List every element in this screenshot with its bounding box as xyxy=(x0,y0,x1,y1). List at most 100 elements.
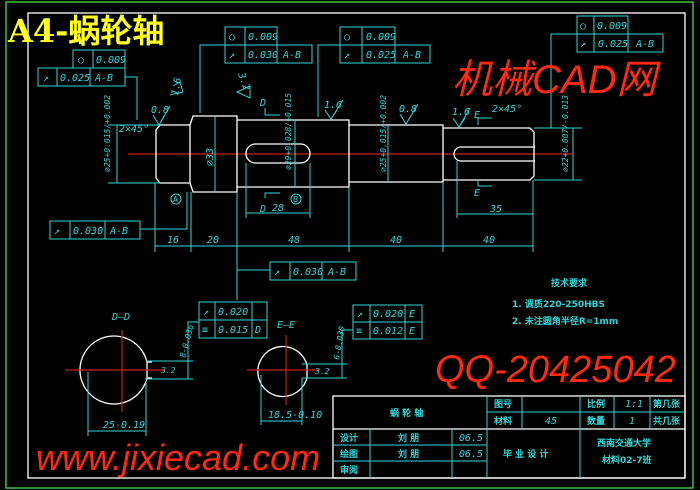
roughness-symbols: 0.8 1.6 3.2 1.6 0.8 1.6 xyxy=(151,70,471,128)
material-value: 45 xyxy=(545,416,557,427)
scale-value: 1:1 xyxy=(625,399,643,410)
runout-icon: ↗ xyxy=(54,226,60,237)
fcf-datum: A-B xyxy=(109,226,128,237)
diameter-dim: ⌀33 xyxy=(205,148,216,166)
date: 06.5 xyxy=(459,433,483,444)
tech-req-item: 2. 未注圆角半径R=1mm xyxy=(512,315,618,327)
watermark-text: 机械CAD网 xyxy=(452,58,661,102)
symmetry-icon: ≡ xyxy=(356,326,362,337)
tech-req-item: 1. 调质220-250HBS xyxy=(512,298,605,310)
roughness-value: 1.6 xyxy=(324,100,342,111)
outer-border xyxy=(5,1,694,489)
fcf-value: 0.025 xyxy=(60,73,90,84)
project-name: 毕 业 设 计 xyxy=(503,448,548,460)
fcf-value: 0.030 xyxy=(73,226,103,237)
runout-icon: ↗ xyxy=(580,39,586,50)
datum-a: A xyxy=(173,195,178,204)
quantity-value: 1 xyxy=(629,416,635,427)
chamfer-note: 2×45° xyxy=(119,124,149,135)
fcf-value: 0.025 xyxy=(598,39,628,50)
circularity-icon: ○ xyxy=(580,21,586,32)
fcf-value: 0.009 xyxy=(597,21,627,32)
fcf-top-right: ○ 0.009 ↗ 0.025 A-B xyxy=(576,15,664,53)
length-dim: 20 xyxy=(207,235,219,246)
fcf-top-mid2: ○ 0.009 ↗ 0.025 A-B xyxy=(339,26,431,64)
part-name: 蜗 轮 轴 xyxy=(390,407,423,419)
fcf-top-left: ○ 0.009 ↗ 0.025 A-B xyxy=(37,49,126,87)
keyway-left xyxy=(245,143,311,164)
diameter-dim: ⌀25+0.015/+0.002 xyxy=(379,95,388,172)
runout-icon: ↗ xyxy=(357,309,363,320)
symmetry-icon: ≡ xyxy=(202,325,208,336)
fcf-datum: E xyxy=(409,309,415,320)
roughness-value: 1.6 xyxy=(452,107,470,118)
date: 06.5 xyxy=(459,449,483,460)
label: 绘图 xyxy=(340,448,358,460)
diameter-dim: ⌀29+0.028/+0.015 xyxy=(284,93,293,170)
watermark-qq: QQ-20425042 xyxy=(435,349,676,391)
section-title: D—D xyxy=(111,312,130,323)
runout-icon: ↗ xyxy=(344,50,350,61)
drawing-title: A4-蜗轮轴 xyxy=(7,12,164,50)
fcf-datum: A-B xyxy=(635,39,654,50)
chamfer-note: 2×45° xyxy=(492,104,522,115)
fcf-datum: A-B xyxy=(282,50,301,61)
circularity-icon: ○ xyxy=(344,32,350,43)
label: 比例 xyxy=(587,398,605,410)
shaft-outline xyxy=(155,115,535,193)
fcf-value: 0.009 xyxy=(96,55,126,66)
section-d-view: D—D 25-0.19 8-0.036 3.2 ↗ 0.020 ≡ 0.015 … xyxy=(65,301,268,436)
roughness-value: 0.8 xyxy=(151,105,169,116)
circularity-icon: ○ xyxy=(78,55,84,66)
roughness-value: 3.2 xyxy=(235,70,252,92)
label: 数量 xyxy=(587,415,605,427)
label: 材料 xyxy=(493,415,512,427)
fcf-datum: D xyxy=(254,325,261,336)
width-dim: 18.5-0.10 xyxy=(268,410,322,421)
drafter: 刘 朋 xyxy=(398,448,419,460)
roughness-value: 3.2 xyxy=(314,367,330,376)
school-name: 西南交通大学 xyxy=(597,437,651,449)
runout-icon: ↗ xyxy=(43,73,49,84)
width-dim: 25-0.19 xyxy=(103,420,145,431)
section-mark-e: E xyxy=(474,188,480,199)
fcf-value: 0.020 xyxy=(373,309,403,320)
label: 审阅 xyxy=(340,464,358,476)
circularity-icon: ○ xyxy=(229,32,235,43)
fcf-value: 0.009 xyxy=(366,32,396,43)
label: 共几张 xyxy=(653,415,681,427)
length-dim: 16 xyxy=(167,235,179,246)
fcf-value: 0.015 xyxy=(218,325,248,336)
fcf-value: 0.030 xyxy=(248,50,278,61)
fcf-top-mid: ○ 0.009 ↗ 0.030 A-B xyxy=(224,26,313,64)
runout-icon: ↗ xyxy=(274,267,280,278)
label: 设计 xyxy=(340,432,358,444)
key-width-dim: 8-0.036 xyxy=(178,323,195,358)
dimension-lines xyxy=(108,33,582,300)
length-dim: 48 xyxy=(288,235,300,246)
title-block: 蜗 轮 轴 图号 比例 1:1 第几张 材料 45 数量 1 共几张 设计 刘 … xyxy=(332,395,686,479)
roughness-value: 0.8 xyxy=(399,104,417,115)
tech-req-heading: 技术要求 xyxy=(551,277,588,289)
fcf-value: 0.020 xyxy=(218,307,248,318)
fcf-datum: A-B xyxy=(94,73,113,84)
slot-length-dim: 28 xyxy=(272,203,284,214)
runout-icon: ↗ xyxy=(203,307,209,318)
fcf-left: ↗ 0.030 A-B xyxy=(49,220,141,240)
fcf-datum: A-B xyxy=(402,50,421,61)
fcf-value: 0.009 xyxy=(248,32,278,43)
section-e-view: E—E 18.5-0.10 6-0.030 3.2 ↗ 0.020 E ≡ 0.… xyxy=(247,304,423,425)
diameter-dim: ⌀25+0.015/+0.002 xyxy=(103,95,112,172)
fcf-bottom: ↗ 0.030 A-B xyxy=(269,261,357,281)
watermark-url: www.jixiecad.com xyxy=(36,437,320,478)
roughness-value: 3.2 xyxy=(160,366,176,375)
section-title: E—E xyxy=(277,320,295,331)
fcf-value: 0.012 xyxy=(373,326,403,337)
technical-requirements: 技术要求 1. 调质220-250HBS 2. 未注圆角半径R=1mm xyxy=(512,277,618,327)
designer: 刘 朋 xyxy=(398,432,419,444)
dimension-texts: 16 20 48 40 40 28 35 2×45° 2×45° ⌀25+0.0… xyxy=(103,93,570,246)
label: 第几张 xyxy=(653,398,681,410)
class-name: 材料02-7班 xyxy=(601,454,652,466)
length-dim: 40 xyxy=(390,235,402,246)
